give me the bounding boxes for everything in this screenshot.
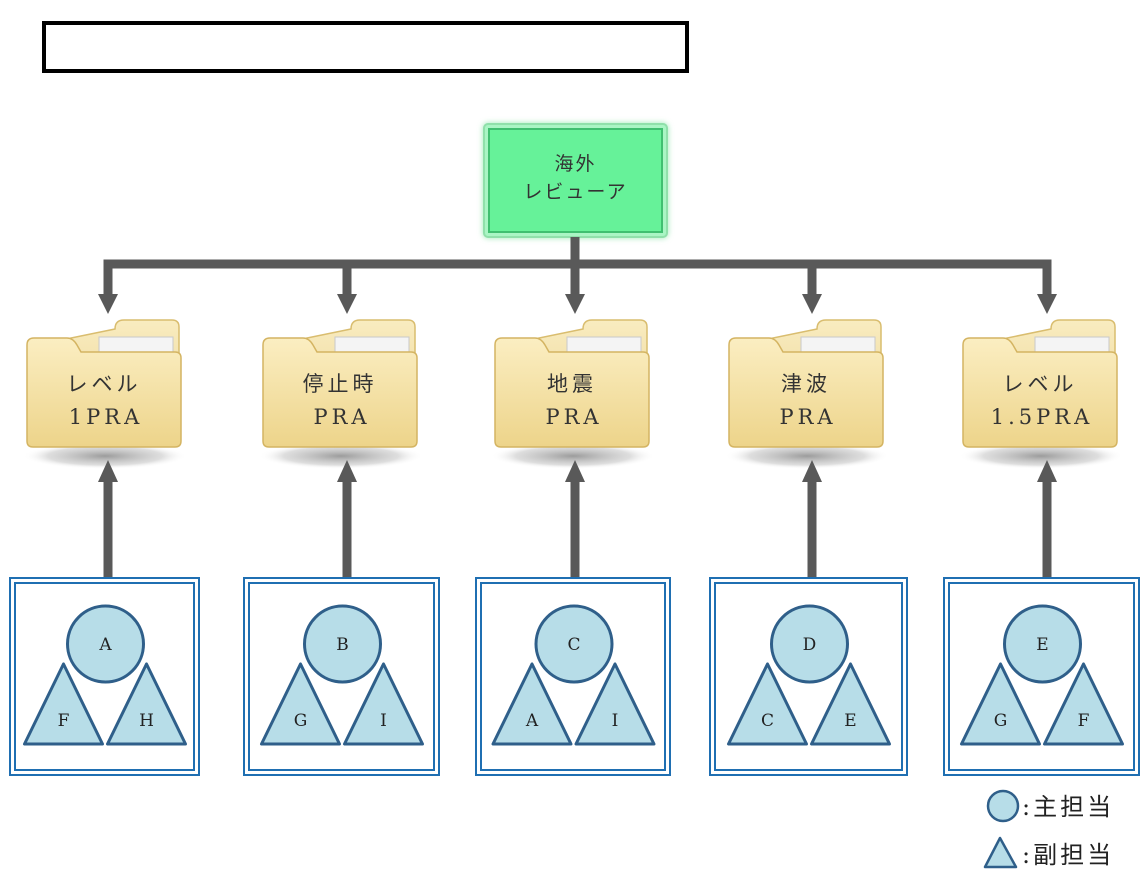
- sub-member-left-label: G: [294, 711, 308, 731]
- folder-shadow: [491, 443, 655, 469]
- folder-shadow: [959, 443, 1123, 469]
- main-member-label: E: [1036, 635, 1048, 655]
- folder-3: 地震 PRA: [491, 319, 655, 469]
- legend-triangle-label: :副担当: [1022, 841, 1114, 869]
- folder-label-line1: 停止時: [303, 372, 378, 396]
- up-arrow-head: [1037, 460, 1057, 482]
- team-5: E G F: [943, 460, 1140, 776]
- folder-5: レベル 1.5PRA: [959, 319, 1123, 469]
- folder-shadow: [23, 443, 187, 469]
- up-arrow-head: [565, 460, 585, 482]
- main-member-circle-icon: [66, 604, 145, 684]
- reviewer-line2: レビューア: [523, 181, 627, 203]
- main-member-circle-icon: [303, 604, 382, 684]
- folder-shadow: [725, 443, 889, 469]
- sub-member-left-label: C: [761, 711, 774, 731]
- folder-label-line2: PRA: [779, 405, 836, 429]
- team-3: C A I: [475, 460, 671, 776]
- main-member-label: C: [567, 635, 580, 655]
- folder-4: 津波 PRA: [725, 319, 889, 469]
- sub-member-triangle-icon: [260, 662, 341, 746]
- folder-icon: [26, 337, 182, 448]
- team-1: A F H: [9, 460, 200, 776]
- sub-member-left-label: G: [994, 711, 1008, 731]
- legend-circle-icon: [986, 789, 1020, 823]
- sub-member-triangle-icon: [727, 662, 808, 746]
- folders: レベル 1PRA 停止時 PRA 地震 PRA 津波 PRA レベル 1.5PRA: [23, 319, 1123, 469]
- folder-icon: [728, 337, 884, 448]
- team-2: B G I: [243, 460, 440, 776]
- main-member-circle-icon: [770, 604, 849, 684]
- sub-member-right-label: H: [139, 711, 154, 731]
- sub-member-right-label: I: [380, 711, 387, 731]
- sub-member-triangle-icon: [960, 662, 1041, 746]
- sub-member-left-label: F: [58, 711, 70, 731]
- team-4: D C E: [709, 460, 908, 776]
- sub-member-right-label: F: [1078, 711, 1090, 731]
- folder-icon: [262, 337, 418, 448]
- reviewer-connectors: [98, 237, 1057, 314]
- reviewer-box: 海外 レビューア: [483, 123, 668, 238]
- sub-member-triangle-icon: [106, 662, 187, 746]
- sub-member-triangle-icon: [810, 662, 891, 746]
- down-arrow-head: [565, 294, 585, 314]
- folder-label-line2: PRA: [313, 405, 370, 429]
- folder-label-line2: PRA: [545, 405, 602, 429]
- up-arrow-head: [98, 460, 118, 482]
- up-arrow-head: [337, 460, 357, 482]
- sub-member-right-label: I: [612, 711, 619, 731]
- folder-label-line1: レベル: [67, 372, 142, 396]
- sub-member-triangle-icon: [343, 662, 424, 746]
- up-arrow-head: [802, 460, 822, 482]
- legend-triangle-icon: [983, 836, 1018, 869]
- folder-icon: [494, 337, 650, 448]
- down-arrow-head: [802, 294, 822, 314]
- title-box: [42, 21, 689, 73]
- legend: :主担当 :副担当: [983, 789, 1114, 869]
- folder-label-line2: 1.5PRA: [991, 405, 1094, 429]
- folder-label-line1: 津波: [781, 372, 831, 396]
- folder-shadow: [259, 443, 423, 469]
- sub-member-left-label: A: [525, 711, 539, 731]
- folder-label-line2: 1PRA: [69, 405, 143, 429]
- sub-member-triangle-icon: [491, 662, 573, 746]
- legend-circle-label: :主担当: [1022, 793, 1114, 821]
- folder-icon: [962, 337, 1118, 448]
- main-member-label: B: [336, 635, 349, 655]
- down-arrow-head: [1037, 294, 1057, 314]
- main-member-circle-icon: [534, 604, 614, 684]
- sub-member-triangle-icon: [574, 662, 656, 746]
- folder-2: 停止時 PRA: [259, 319, 423, 469]
- main-member-circle-icon: [1003, 604, 1082, 684]
- folder-label-line1: 地震: [547, 372, 597, 396]
- sub-member-triangle-icon: [1043, 662, 1124, 746]
- down-arrow-head: [337, 294, 357, 314]
- main-member-label: A: [98, 635, 112, 655]
- folder-label-line1: レベル: [1003, 372, 1078, 396]
- sub-member-triangle-icon: [23, 662, 104, 746]
- sub-member-right-label: E: [844, 711, 856, 731]
- reviewer-line1: 海外: [554, 153, 596, 175]
- main-member-label: D: [803, 635, 817, 655]
- teams: A F H B G I C A I D C E E G F: [9, 460, 1140, 776]
- down-arrow-head: [98, 294, 118, 314]
- folder-1: レベル 1PRA: [23, 319, 187, 469]
